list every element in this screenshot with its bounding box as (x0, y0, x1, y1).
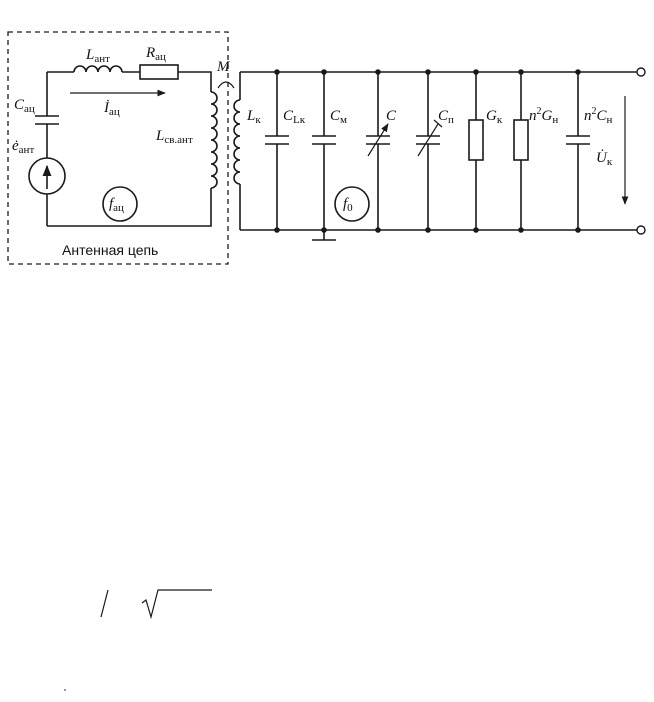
capacitor-icon (312, 135, 336, 145)
label-M: M (216, 59, 231, 75)
voltage-source-icon (28, 157, 66, 195)
resistor-icon (468, 119, 484, 161)
label-C-m: Cм (330, 108, 347, 126)
label-L-sv-ant: Lсв.ант (155, 128, 193, 146)
antenna-circuit-boundary (7, 31, 229, 265)
label-C: C (386, 108, 397, 124)
label-G-k: Gк (486, 108, 503, 126)
capacitor-icon (566, 135, 590, 145)
resistor-icon (513, 119, 529, 161)
label-U-k: U̇к (596, 150, 613, 168)
label-I-ac: İац (103, 100, 120, 118)
coupling-arc (217, 81, 235, 89)
label-n2G-n: n2Gн (529, 106, 558, 126)
capacitor-icon (265, 135, 289, 145)
label-C-p: Cп (438, 108, 454, 126)
junction-nodes (274, 69, 581, 233)
stray-marks (64, 589, 212, 691)
output-terminal-bottom (636, 225, 646, 235)
label-e-ant: ėант (12, 138, 34, 156)
label-R-ac: Rац (145, 45, 166, 63)
resistor-icon (139, 64, 179, 80)
label-C-Lk: CLк (283, 108, 306, 126)
f0-circle (334, 186, 370, 222)
f-ac-circle (102, 186, 138, 222)
output-terminal-top (636, 67, 646, 77)
inductor-icon (73, 65, 123, 73)
capacitor-icon (35, 115, 59, 125)
label-C-ac: Cац (14, 97, 35, 115)
antenna-circuit-caption: Антенная цепь (62, 242, 158, 258)
variable-capacitor-icon (366, 123, 390, 157)
inductor-icon (210, 91, 218, 189)
inductor-icon (233, 99, 241, 185)
label-n2C-n: n2Cн (584, 106, 613, 126)
variable-capacitor-icon (416, 119, 443, 157)
label-f0: f0 (343, 196, 353, 214)
label-L-ant: Lант (85, 47, 110, 65)
label-L-k: Lк (246, 108, 261, 126)
label-f-ac: fац (109, 196, 124, 214)
